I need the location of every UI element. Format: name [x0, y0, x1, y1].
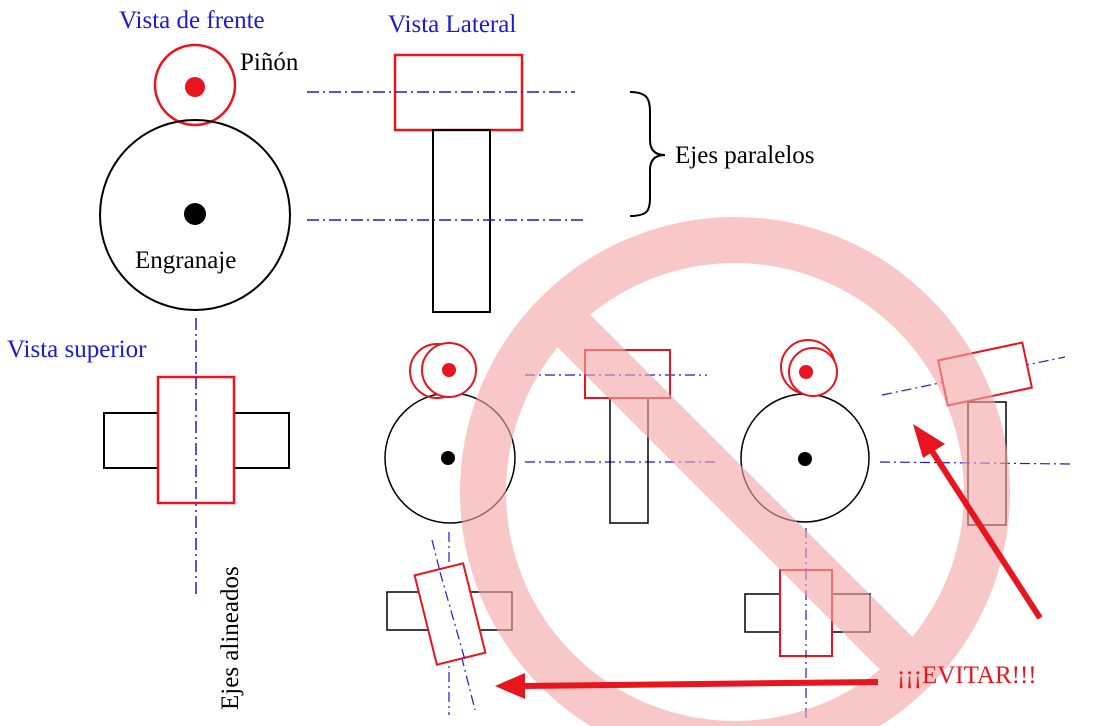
front-view-correct — [99, 43, 291, 311]
gear-label: Engranaje — [135, 247, 236, 274]
parallel-axes-label: Ejes paralelos — [675, 142, 815, 169]
pinion-side-rect — [393, 53, 524, 132]
side-view-correct — [307, 53, 666, 313]
top-view-correct — [103, 318, 290, 598]
arrow-icon — [495, 424, 1043, 699]
pinion-circle — [153, 43, 237, 127]
pinion-top-axis-overlay — [439, 571, 466, 661]
gear-center — [184, 203, 206, 225]
no-sign-icon — [460, 217, 1010, 726]
pinion-center — [799, 365, 813, 379]
top-view-title: Vista superior — [7, 336, 147, 363]
gear-center — [441, 451, 455, 465]
pinion-axis-line — [881, 356, 1066, 396]
pinion-label: Piñón — [240, 49, 299, 76]
pinion-center — [442, 363, 456, 377]
pinion-center — [185, 77, 205, 97]
pinion-top-rect — [156, 375, 236, 505]
gear-side-rect — [432, 129, 491, 313]
avoid-warning: ¡¡¡EVITAR!!! — [897, 662, 1037, 689]
front-view-title: Vista de frente — [119, 7, 265, 34]
gear-center — [798, 452, 812, 466]
gear-circle — [99, 119, 291, 311]
aligned-axes-label: Ejes alineados — [217, 566, 244, 710]
side-view-title: Vista Lateral — [388, 11, 516, 38]
wrong-example-offset — [384, 342, 715, 715]
pinion-top-rect-tilted — [413, 562, 487, 666]
parallel-axes-brace — [629, 91, 666, 217]
